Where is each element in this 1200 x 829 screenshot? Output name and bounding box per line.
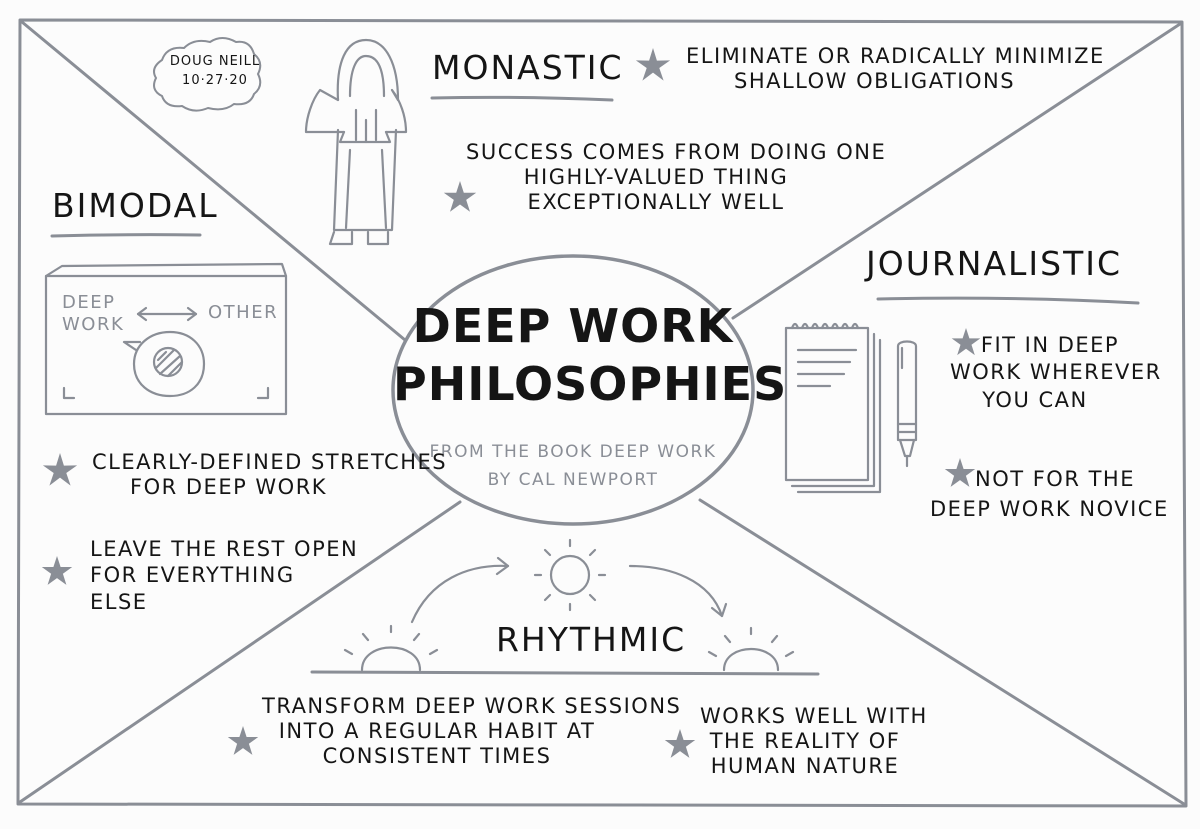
- diagonal-bottom-left: [18, 500, 462, 804]
- deep-label: Deep: [62, 292, 116, 313]
- author-name: Doug Neill: [169, 54, 261, 69]
- pen-icon: [896, 340, 918, 468]
- center-ellipse: [391, 254, 755, 526]
- star-icon: [41, 556, 73, 585]
- journalistic-heading: Journalistic: [866, 244, 1123, 283]
- arc-arrows: [410, 556, 728, 624]
- journalistic-point-1-line-1: Fit in deep: [980, 333, 1120, 357]
- monastic-point-1-line-1: Eliminate or radically minimize: [686, 44, 1105, 68]
- bimodal-heading: Bimodal: [52, 186, 219, 225]
- bimodal-point-2-line-1: Leave the rest open: [90, 537, 359, 561]
- horizon-line: [310, 670, 820, 676]
- source-line-1: From the book Deep Work: [429, 442, 717, 462]
- source-credit: From the book Deep Work by Cal Newport: [413, 438, 733, 494]
- rhythmic-point-1-line-3: consistent times: [322, 744, 552, 769]
- diagonal-top-left: [20, 20, 407, 342]
- bimodal-box: [44, 262, 288, 416]
- author-signature: Doug Neill 10·27·20: [160, 53, 270, 91]
- bimodal-point-1-line-2: for deep work: [130, 475, 328, 500]
- star-icon: [944, 458, 976, 487]
- star-icon: [664, 729, 696, 758]
- star-icon: [951, 328, 981, 356]
- signature-cloud: [153, 37, 262, 112]
- monastic-underline: [430, 95, 614, 102]
- diagonal-bottom-right: [698, 498, 1186, 806]
- bimodal-other-label: Other: [208, 302, 279, 323]
- journalistic-point-2: Not for the deep work novice: [930, 464, 1169, 525]
- notepad-icon: [784, 322, 882, 494]
- bimodal-point-2-line-2: for everything: [90, 563, 295, 588]
- sun-rising-icon: [343, 624, 439, 672]
- monk-figure-icon: [304, 38, 408, 246]
- star-icon: [42, 453, 78, 486]
- bimodal-point-1-line-1: Clearly-defined stretches: [92, 450, 448, 474]
- journalistic-point-2-line-2: deep work novice: [930, 497, 1169, 522]
- star-icon: [443, 181, 477, 212]
- monastic-point-1: Eliminate or radically minimize shallow …: [686, 44, 1105, 94]
- rhythmic-point-2-line-3: human nature: [710, 754, 900, 779]
- journalistic-underline: [876, 296, 1140, 305]
- page-title: Deep Work Philosophies: [393, 298, 788, 413]
- bimodal-point-1: Clearly-defined stretches for deep work: [92, 450, 447, 500]
- journalistic-point-1: Fit in deep work wherever you can: [950, 332, 1162, 414]
- author-date: 10·27·20: [182, 72, 248, 88]
- outer-frame: [16, 18, 1188, 808]
- journalistic-point-2-line-1: Not for the: [974, 467, 1135, 491]
- rhythmic-point-2-line-1: Works well with: [700, 704, 928, 728]
- title-line-2: Philosophies: [393, 356, 788, 411]
- bimodal-deep-work-label: Deep Work: [62, 292, 124, 335]
- star-icon: [635, 48, 671, 81]
- bimodal-point-2-line-3: else: [90, 589, 148, 614]
- rhythmic-heading: Rhythmic: [496, 620, 687, 659]
- title-line-1: Deep Work: [412, 299, 734, 353]
- bimodal-underline: [50, 233, 202, 238]
- bimodal-point-2: Leave the rest open for everything else: [90, 536, 358, 615]
- rhythmic-point-2-line-2: the reality of: [709, 729, 901, 754]
- rhythmic-point-2: Works well with the reality of human nat…: [700, 704, 928, 780]
- journalistic-point-1-line-2: work wherever: [950, 360, 1162, 385]
- monastic-point-1-line-2: shallow obligations: [734, 69, 1016, 94]
- work-label: Work: [62, 313, 125, 335]
- monastic-heading: Monastic: [432, 48, 624, 87]
- sun-top-icon: [533, 538, 607, 612]
- monastic-point-2-line-2: highly-valued thing: [523, 165, 789, 190]
- journalistic-point-1-line-3: you can: [982, 387, 1088, 412]
- diagonal-top-right: [731, 22, 1182, 320]
- monastic-point-2-line-1: Success comes from doing one: [466, 140, 887, 164]
- monastic-point-2: Success comes from doing one highly-valu…: [466, 140, 887, 216]
- star-icon: [227, 726, 259, 755]
- sun-setting-icon: [707, 626, 795, 672]
- source-line-2: by Cal Newport: [487, 470, 659, 491]
- rhythmic-point-1: Transform deep work sessions into a regu…: [262, 694, 682, 770]
- rhythmic-point-1-line-1: Transform deep work sessions: [262, 694, 682, 718]
- monastic-point-2-line-3: exceptionally well: [527, 190, 785, 215]
- rhythmic-point-1-line-2: into a regular habit at: [278, 719, 596, 744]
